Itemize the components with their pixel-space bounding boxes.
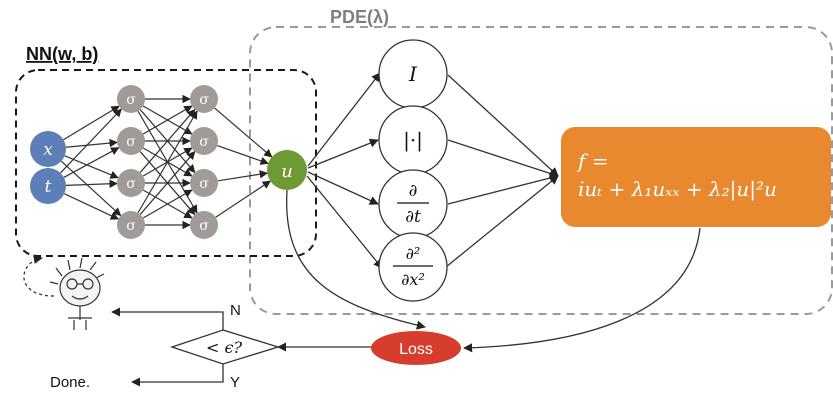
retrain-edge bbox=[23, 254, 55, 297]
nn-edge bbox=[65, 179, 118, 188]
hidden-layer-1: σ σ σ σ bbox=[117, 85, 145, 239]
input-node-x: x bbox=[30, 131, 66, 167]
input-node-t: t bbox=[30, 168, 66, 204]
nn-label: NN(w, b) bbox=[26, 44, 98, 64]
svg-text:σ: σ bbox=[199, 92, 209, 108]
operator-connections bbox=[306, 72, 559, 269]
pde-label: PDE(λ) bbox=[330, 7, 389, 27]
no-branch-edge bbox=[111, 307, 224, 330]
nn-edge bbox=[137, 110, 198, 214]
nn-connections bbox=[59, 94, 273, 230]
operator-dt: ∂ ∂t bbox=[378, 169, 448, 239]
nn-edge bbox=[139, 150, 196, 215]
svg-text:σ: σ bbox=[126, 134, 136, 150]
svg-text:u: u bbox=[281, 161, 293, 182]
nn-edge bbox=[59, 108, 122, 174]
nn-edge bbox=[142, 105, 193, 135]
residual-box: f = iuₜ + λ₁uₓₓ + λ₂|u|²u bbox=[561, 127, 831, 227]
hidden-node: σ bbox=[117, 127, 145, 155]
svg-text:t: t bbox=[45, 177, 52, 197]
residual-to-loss-edge bbox=[463, 227, 701, 353]
svg-text:σ: σ bbox=[126, 176, 136, 192]
output-node-u: u bbox=[267, 150, 307, 190]
nn-edge bbox=[214, 107, 273, 158]
svg-text:< ϵ?: < ϵ? bbox=[206, 338, 242, 357]
convergence-check: < ϵ? bbox=[169, 329, 281, 365]
hidden-layer-2: σ σ σ σ bbox=[190, 85, 218, 239]
done-label: Done. bbox=[50, 374, 90, 391]
operator-abs: |·| bbox=[378, 105, 448, 175]
nn-region bbox=[15, 69, 317, 257]
nn-edge bbox=[217, 145, 269, 165]
svg-text:∂x²: ∂x² bbox=[401, 270, 425, 289]
svg-text:f =: f = bbox=[576, 149, 609, 173]
nn-edge bbox=[60, 160, 122, 217]
no-label: N bbox=[230, 302, 241, 319]
svg-text:σ: σ bbox=[199, 176, 209, 192]
scientist-illustration bbox=[49, 257, 105, 330]
svg-text:∂t: ∂t bbox=[405, 207, 421, 227]
svg-text:σ: σ bbox=[199, 218, 209, 234]
u-to-loss-edge bbox=[286, 189, 426, 330]
hidden-node: σ bbox=[190, 169, 218, 197]
svg-text:x: x bbox=[43, 140, 53, 160]
hidden-node: σ bbox=[190, 211, 218, 239]
hidden-node: σ bbox=[190, 85, 218, 113]
hidden-node: σ bbox=[117, 85, 145, 113]
nn-edge bbox=[142, 189, 193, 219]
operator-dxx: ∂² ∂x² bbox=[378, 232, 448, 302]
yes-branch-edge bbox=[131, 364, 224, 387]
nn-edge bbox=[139, 108, 196, 173]
nn-edge bbox=[65, 138, 118, 148]
nn-edge bbox=[63, 147, 120, 178]
nn-edge bbox=[64, 155, 119, 179]
svg-text:∂: ∂ bbox=[409, 181, 418, 201]
hidden-node: σ bbox=[190, 127, 218, 155]
svg-text:iuₜ + λ₁uₓₓ + λ₂|u|²u: iuₜ + λ₁uₓₓ + λ₂|u|²u bbox=[578, 177, 777, 202]
pde-region bbox=[249, 26, 833, 315]
svg-text:σ: σ bbox=[126, 92, 136, 108]
hidden-node: σ bbox=[117, 169, 145, 197]
operator-identity: I bbox=[378, 39, 448, 109]
nn-edge bbox=[64, 193, 120, 220]
nn-edge bbox=[63, 105, 120, 141]
nn-edge bbox=[215, 180, 272, 218]
svg-text:σ: σ bbox=[126, 218, 136, 234]
svg-text:|·|: |·| bbox=[403, 128, 423, 153]
svg-text:σ: σ bbox=[199, 134, 209, 150]
svg-text:Loss: Loss bbox=[399, 341, 433, 358]
loss-node: Loss bbox=[371, 331, 461, 365]
nn-edge bbox=[217, 170, 269, 182]
svg-text:∂²: ∂² bbox=[406, 244, 421, 263]
svg-text:I: I bbox=[408, 62, 418, 86]
hidden-node: σ bbox=[117, 211, 145, 239]
yes-label: Y bbox=[230, 374, 240, 391]
